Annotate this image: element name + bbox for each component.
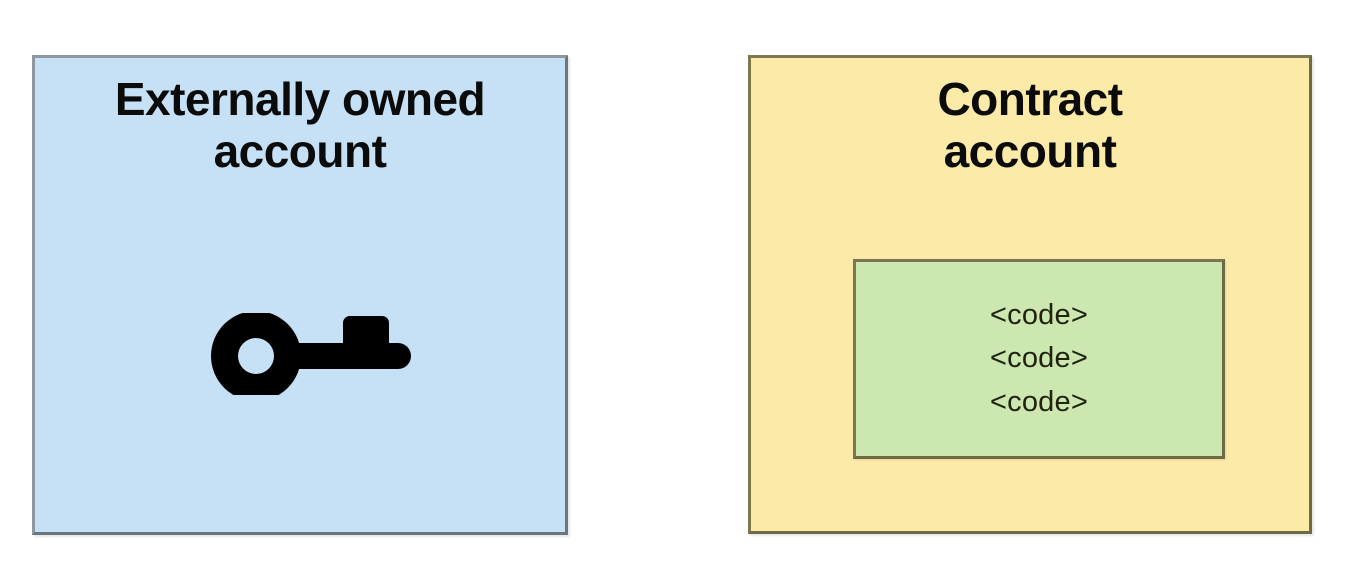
contract-account-panel: Contract account <code> <code> <code> <box>748 55 1312 534</box>
externally-owned-account-title: Externally owned account <box>114 73 486 177</box>
externally-owned-account-panel: Externally owned account <box>32 55 568 535</box>
key-icon <box>211 313 411 395</box>
contract-account-title: Contract account <box>937 73 1123 177</box>
code-line: <code> <box>990 342 1088 375</box>
code-line: <code> <box>990 298 1088 331</box>
code-line: <code> <box>990 385 1088 418</box>
code-box: <code> <code> <code> <box>853 259 1225 459</box>
